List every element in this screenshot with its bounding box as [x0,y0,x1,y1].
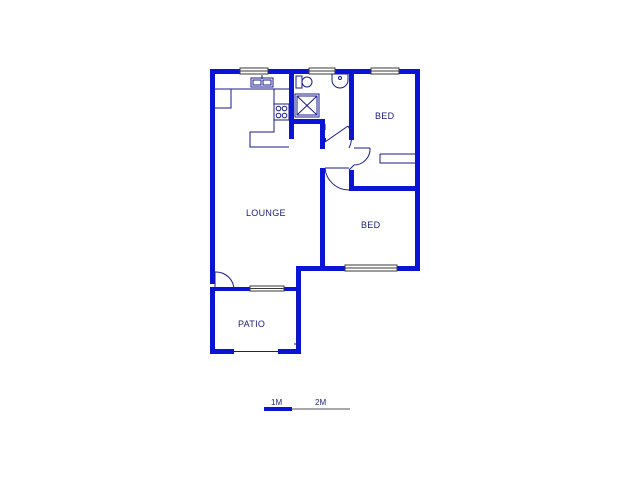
door-patio [214,271,235,291]
room-labels: LOUNGE BED BED PATIO [238,111,395,329]
scale-label-2m: 2M [315,398,326,407]
interior-walls [289,69,420,271]
room-label-bed1: BED [375,111,395,121]
windows [234,67,400,352]
door-bathroom [324,125,352,149]
doors [214,125,371,349]
scale-label-1m: 1M [271,398,282,407]
scale-segment-1m [264,407,292,411]
room-label-bed2: BED [361,220,381,230]
shower-icon [294,93,320,118]
kitchen-fixtures [215,75,290,148]
toilet-icon [295,75,313,89]
sink-icon [250,75,274,88]
room-label-lounge: LOUNGE [246,208,286,218]
door-bed1 [348,147,371,171]
window-bed1-top [370,67,400,75]
window-lounge-bottom [249,285,285,292]
window-bed2-bottom [344,264,398,272]
door-bed2 [324,167,350,191]
cupboard-bed1 [379,153,415,164]
basin-icon [331,73,349,89]
window-bath-top [308,67,336,75]
bathroom-fixtures [294,73,349,130]
scale-segment-2m [292,408,350,410]
room-label-patio: PATIO [238,319,265,329]
stove-icon [273,103,290,121]
scale-bar: 1M 2M [264,398,350,411]
window-kitchen-top [239,67,269,75]
